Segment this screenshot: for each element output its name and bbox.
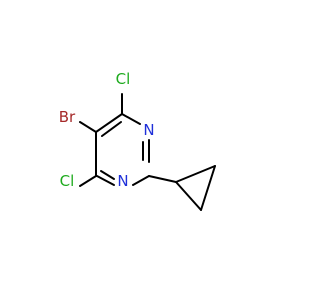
atom-labels: Br Cl Cl N N [59,70,155,190]
bond-n1-c6 [96,175,115,186]
bond-c2-cyclopropyl [148,175,177,183]
molecule-diagram: Br Cl Cl N N [59,70,216,211]
bond-c2-n1 [132,175,150,186]
bond-cp-a [175,165,216,183]
bond-n1-c6-inner [100,170,115,180]
atom-label-n-upper: N [143,121,154,139]
structure-canvas: Br Cl Cl N N [59,70,216,211]
bond-c4-n3 [121,113,141,125]
bond-cp-b [200,165,216,211]
atom-label-cl-left: Cl [60,172,75,190]
bond-cp-c [175,181,202,211]
atom-label-cl-top: Cl [116,70,131,88]
atom-label-n-lower: N [117,172,128,190]
bond-c6-cl [79,175,97,187]
atom-label-br: Br [59,108,76,126]
bond-c5-br [79,121,97,133]
bond-c5-c4 [95,113,123,133]
bonds [79,93,216,211]
bond-c5-c4-inner [101,121,122,137]
